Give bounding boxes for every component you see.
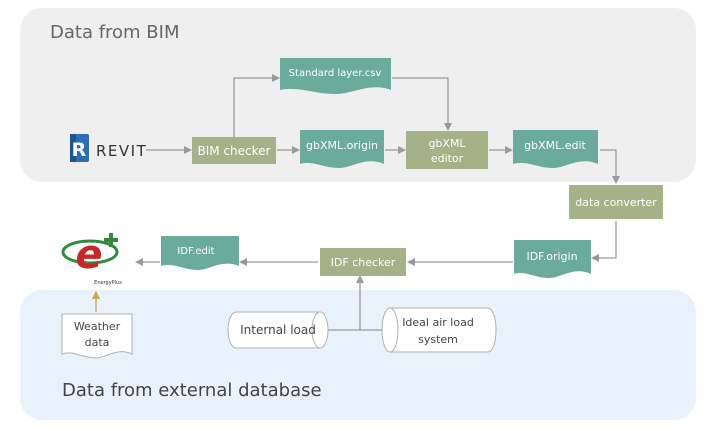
gbxml-editor-box: gbXML editor: [406, 131, 488, 169]
revit-logo: R: [70, 134, 89, 162]
ideal-air-load-label-line1: Ideal air load: [402, 316, 474, 329]
idf-checker-label: IDF checker: [331, 256, 396, 269]
revit-label: REVIT: [96, 142, 147, 160]
arrow-bim-checker-to-standard-layer: [233, 74, 280, 137]
connectors: [92, 74, 620, 331]
energyplus-logo: e EnergyPlus: [61, 232, 122, 286]
internal-load-database: Internal load: [227, 311, 329, 349]
external-database-region: [20, 290, 696, 420]
standard-layer-label: Standard layer.csv: [289, 68, 382, 79]
energyplus-logo-letter: e: [75, 232, 102, 278]
idf-edit-label: IDF.edit: [177, 246, 214, 257]
energyplus-logo-label: EnergyPlus: [94, 280, 122, 286]
gbxml-origin-document: gbXML.origin: [300, 130, 384, 168]
arrow-converter-to-idf-origin: [591, 221, 617, 262]
data-converter-box: data converter: [569, 185, 663, 219]
bim-checker-label: BIM checker: [198, 144, 271, 158]
weather-data-label-line2: data: [85, 336, 110, 349]
ideal-air-load-label-line2: system: [418, 333, 458, 346]
arrow-gbxml-edit-to-converter: [600, 149, 620, 184]
gbxml-origin-label: gbXML.origin: [306, 139, 378, 152]
gbxml-edit-label: gbXML.edit: [524, 139, 586, 152]
standard-layer-document: Standard layer.csv: [280, 58, 391, 94]
idf-origin-label: IDF.origin: [526, 250, 577, 263]
internal-load-label: Internal load: [240, 323, 316, 337]
weather-data-document: Weather data: [61, 313, 133, 359]
idf-origin-document: IDF.origin: [514, 240, 591, 278]
data-converter-label: data converter: [575, 196, 657, 209]
idf-checker-box: IDF checker: [320, 248, 406, 276]
revit-logo-letter: R: [72, 139, 87, 161]
arrow-standard-layer-to-editor: [392, 77, 452, 131]
gbxml-editor-label-line1: gbXML: [428, 137, 466, 150]
ideal-air-load-database: Ideal air load system: [381, 307, 497, 353]
gbxml-edit-document: gbXML.edit: [513, 130, 598, 168]
external-region-label: Data from external database: [62, 380, 322, 401]
weather-data-label-line1: Weather: [74, 320, 121, 333]
bim-checker-box: BIM checker: [192, 137, 276, 164]
bim-region-label: Data from BIM: [50, 22, 180, 43]
gbxml-editor-label-line2: editor: [431, 152, 464, 165]
idf-edit-document: IDF.edit: [161, 236, 239, 270]
